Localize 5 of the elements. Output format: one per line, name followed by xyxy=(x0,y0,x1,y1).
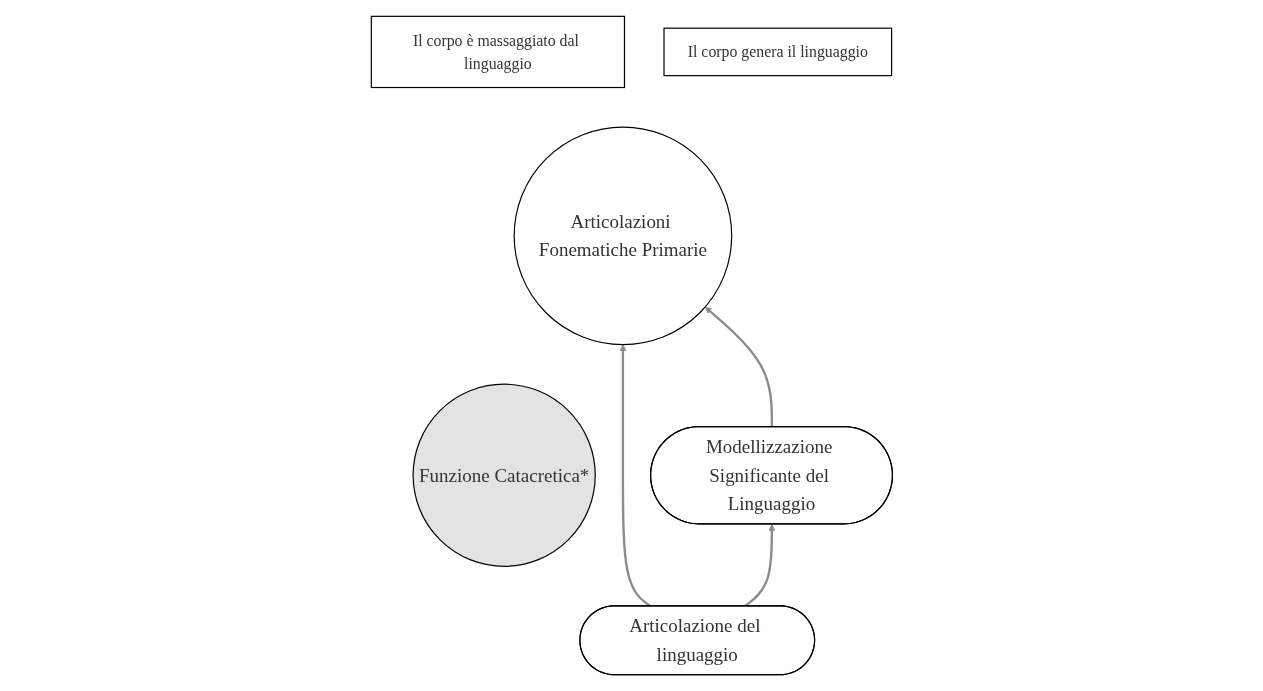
node-box: Il corpo genera il linguaggio xyxy=(663,27,892,77)
node-circle: Articolazioni Fonematiche Primarie xyxy=(513,126,732,346)
node-circle: Funzione Catacretica* xyxy=(412,383,596,567)
arrow xyxy=(704,306,773,427)
node-box: Il corpo è massaggiato dal linguaggio xyxy=(370,15,625,89)
